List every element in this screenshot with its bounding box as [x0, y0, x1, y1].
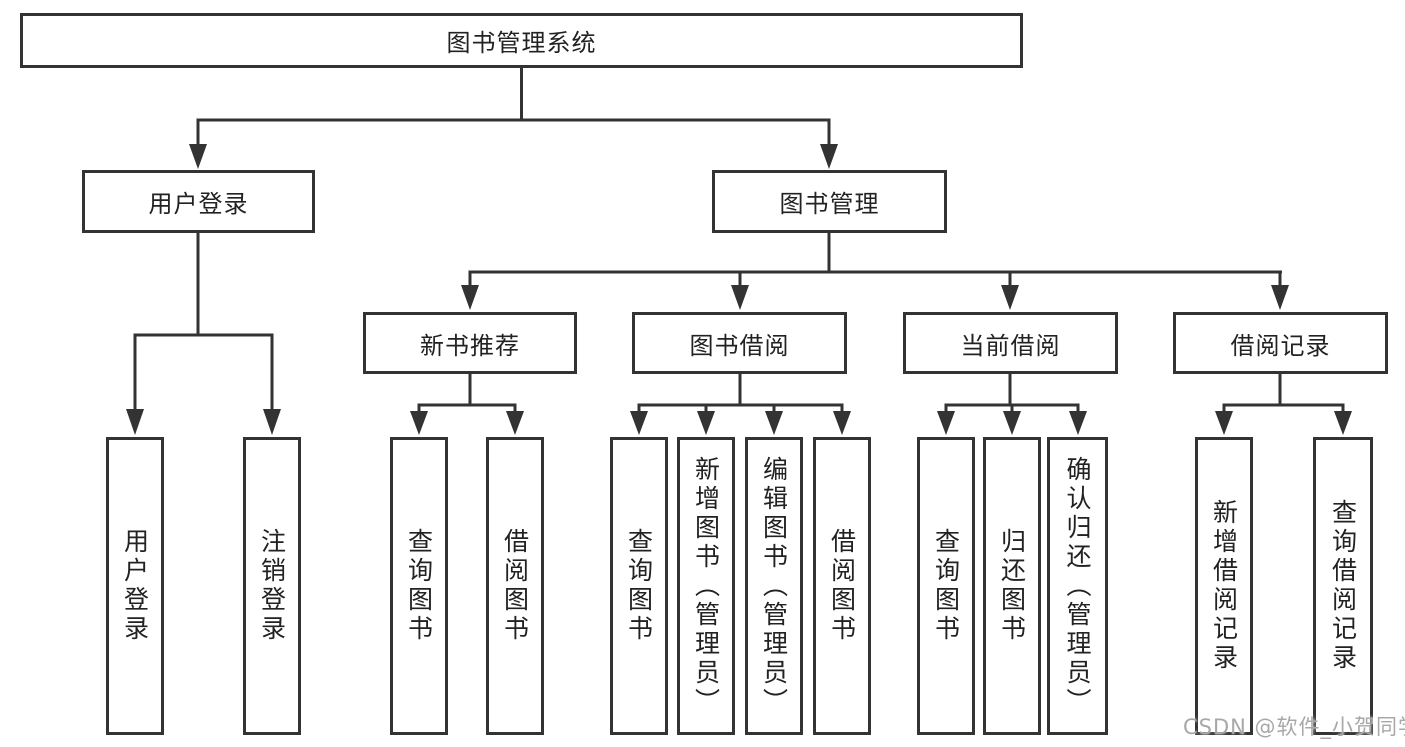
arrowhead-icon	[1069, 411, 1087, 435]
leaf-user-login: 用户登录	[106, 437, 164, 735]
arrowhead-icon	[506, 411, 524, 435]
node-label: 查询图书	[931, 528, 961, 644]
connector-new-book-to-leaves	[410, 374, 524, 435]
leaf-logout: 注销登录	[243, 437, 301, 735]
leaf-borrow-books: 借阅图书	[813, 437, 871, 735]
arrowhead-icon	[820, 144, 838, 169]
arrowhead-icon	[833, 411, 851, 435]
node-label: 借阅图书	[827, 528, 857, 644]
node-label: 查询图书	[624, 528, 654, 644]
node-label: 查询借阅记录	[1328, 499, 1358, 673]
arrowhead-icon	[937, 411, 955, 435]
arrowhead-icon	[1271, 285, 1289, 310]
arrowhead-icon	[410, 411, 428, 435]
node-label: 图书管理	[779, 190, 880, 218]
connector-current-borrow-to-leaves	[937, 374, 1087, 435]
node-new-book-recommendation: 新书推荐	[363, 312, 577, 374]
arrowhead-icon	[1215, 411, 1233, 435]
leaf-confirm-return-admin: 确认归还（管理员）	[1047, 437, 1108, 735]
leaf-edit-books-admin: 编辑图书（管理员）	[745, 437, 803, 735]
node-label: 新书推荐	[420, 331, 520, 360]
node-user-login: 用户登录	[82, 170, 315, 233]
node-label: 查询图书	[404, 528, 434, 644]
node-book-borrowing: 图书借阅	[632, 312, 847, 374]
node-label: 图书借阅	[689, 331, 790, 360]
leaf-add-books-admin: 新增图书（管理员）	[677, 437, 735, 735]
leaf-query-books-current: 查询图书	[917, 437, 975, 735]
leaf-add-borrow-record: 新增借阅记录	[1195, 437, 1253, 735]
arrowhead-icon	[1334, 411, 1352, 435]
arrowhead-icon	[697, 411, 715, 435]
node-library-management-system: 图书管理系统	[20, 13, 1023, 68]
node-label: 当前借阅	[960, 331, 1061, 360]
node-borrowing-records: 借阅记录	[1173, 312, 1388, 374]
node-label: 借阅图书	[500, 528, 530, 644]
node-label: 用户登录	[120, 528, 150, 644]
connector-book-borrow-to-leaves	[630, 374, 851, 435]
connector-book-management-to-level2	[461, 233, 1289, 310]
arrowhead-icon	[461, 285, 479, 310]
connector-borrow-record-to-leaves	[1215, 374, 1352, 435]
node-label: 借阅记录	[1230, 331, 1331, 360]
leaf-borrow-books-recommend: 借阅图书	[486, 437, 544, 735]
leaf-query-books-borrow: 查询图书	[610, 437, 668, 735]
leaf-query-borrow-record: 查询借阅记录	[1313, 437, 1373, 735]
node-current-borrowing: 当前借阅	[903, 312, 1118, 374]
node-label: 图书管理系统	[446, 29, 597, 57]
node-label: 归还图书	[997, 528, 1027, 644]
node-label: 编辑图书（管理员）	[759, 455, 789, 717]
arrowhead-icon	[189, 144, 207, 169]
arrowhead-icon	[263, 409, 281, 435]
arrowhead-icon	[1003, 411, 1021, 435]
node-label: 注销登录	[257, 528, 287, 644]
arrowhead-icon	[1001, 285, 1019, 310]
node-label: 用户登录	[148, 190, 249, 218]
csdn-watermark: CSDN @软件_小贺同学	[1183, 715, 1405, 739]
node-label: 确认归还（管理员）	[1063, 455, 1092, 717]
leaf-query-books-recommend: 查询图书	[390, 437, 448, 735]
leaf-return-books: 归还图书	[983, 437, 1041, 735]
arrowhead-icon	[765, 411, 783, 435]
arrowhead-icon	[126, 409, 144, 435]
arrowhead-icon	[630, 411, 648, 435]
connector-root-to-level1	[189, 68, 838, 169]
node-label: 新增借阅记录	[1209, 499, 1239, 673]
node-book-management: 图书管理	[712, 170, 947, 233]
node-label: 新增图书（管理员）	[691, 455, 721, 717]
connector-user-login-to-leaves	[126, 233, 281, 435]
arrowhead-icon	[731, 285, 749, 310]
